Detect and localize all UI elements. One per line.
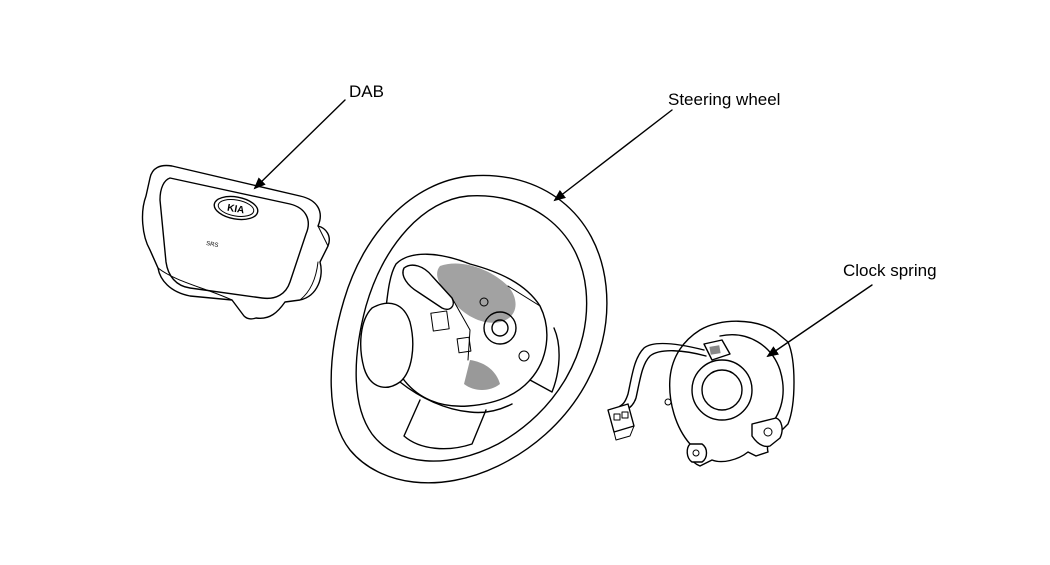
clock-spring	[607, 320, 795, 467]
kia-logo-text: KIA	[226, 203, 245, 217]
steering-wheel-leader-line	[553, 109, 673, 202]
clock-spring-leader-line	[766, 284, 873, 358]
clock-spring-label: Clock spring	[843, 261, 937, 280]
dab-label: DAB	[349, 82, 384, 101]
steering-wheel-label: Steering wheel	[668, 90, 781, 109]
steering-wheel	[330, 174, 608, 484]
dab-leader-line	[253, 99, 346, 190]
airbag-module: KIA SRS	[141, 164, 330, 320]
srs-marking: SRS	[206, 241, 219, 249]
